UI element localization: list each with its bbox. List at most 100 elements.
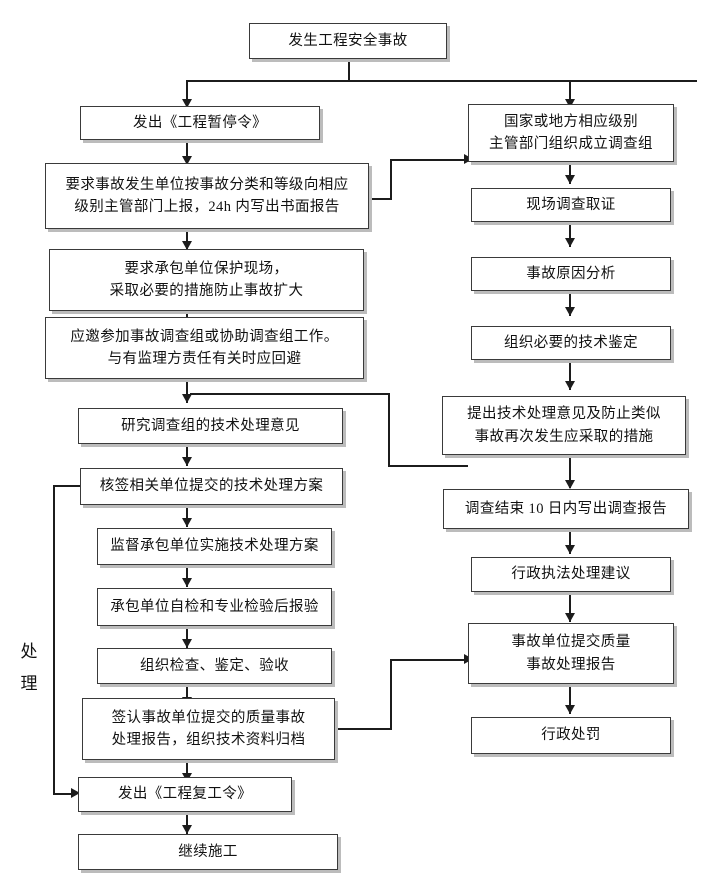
side-label-handling: 处 理 [16,636,42,701]
connector-n3-n4 [186,228,188,250]
connector-n3-to-r1 [390,159,468,161]
node-continue-construction[interactable]: 继续施工 [78,834,338,870]
arrow-n6-n7 [182,457,192,466]
arrow-r7-r8 [565,613,575,622]
arrow-r1-r2 [565,175,575,184]
connector-n5-n6 [186,378,188,403]
node-line: 研究调查组的技术处理意见 [121,417,300,434]
node-line: 级别主管部门上报，24h 内写出书面报告 [74,199,340,215]
node-line: 发生工程安全事故 [288,32,408,49]
arrow-r5-r6 [565,480,575,489]
connector-r2-r3 [569,222,571,247]
node-supervise-implementation[interactable]: 监督承包单位实施技术处理方案 [97,528,332,565]
arrow-n3-n4 [182,241,192,250]
arrow-r8-r9 [565,705,575,714]
connector-r5-r6 [569,455,571,488]
connector-n2-n3 [186,139,188,164]
connector-r5-return-up [388,393,390,466]
node-issue-resumption-order[interactable]: 发出《工程复工令》 [78,777,292,812]
arrow-n12-n13 [182,825,192,834]
node-line: 现场调查取证 [526,196,616,213]
node-line: 要求事故发生单位按事故分类和等级向相应 [65,176,349,193]
node-establish-investigation-group[interactable]: 国家或地方相应级别 主管部门组织成立调查组 [468,104,674,162]
node-report-requirement[interactable]: 要求事故发生单位按事故分类和等级向相应 级别主管部门上报，24h 内写出书面报告 [45,163,369,229]
node-submit-quality-report[interactable]: 事故单位提交质量 事故处理报告 [468,623,674,684]
node-administrative-penalty[interactable]: 行政处罚 [471,717,671,754]
node-line: 处理报告，组织技术资料归档 [111,732,306,748]
node-line: 事故处理报告 [526,656,616,673]
connector-n10-n11 [186,684,188,706]
connector-n3-right [368,198,392,200]
connector-n3-up [390,159,392,200]
node-join-investigation-group[interactable]: 应邀参加事故调查组或协助调查组工作。 与有监理方责任有关时应回避 [45,317,364,379]
arrow-loop-n12 [71,788,80,798]
arrow-r3-r4 [565,307,575,316]
arrow-n7-n8 [182,518,192,527]
node-organize-inspection-acceptance[interactable]: 组织检查、鉴定、验收 [97,648,332,684]
arrow-r2-r3 [565,238,575,247]
node-propose-measures[interactable]: 提出技术处理意见及防止类似 事故再次发生应采取的措施 [442,396,686,455]
connector-n12-n13 [186,812,188,834]
node-line: 行政执法处理建议 [511,566,631,583]
node-issue-suspension-order[interactable]: 发出《工程暂停令》 [80,106,320,140]
connector-r5-return-top [190,393,389,395]
connector-top-split-right [569,80,571,106]
node-enforcement-suggestion[interactable]: 行政执法处理建议 [471,557,671,592]
node-line: 与有监理方责任有关时应回避 [107,351,302,367]
arrow-n8-n9 [182,578,192,587]
node-line: 核签相关单位提交的技术处理方案 [99,478,324,495]
node-line: 国家或地方相应级别 [503,113,639,130]
node-line: 承包单位自检和专业检验后报验 [110,598,319,615]
connector-n7-n8 [186,505,188,527]
connector-n11-up [390,659,392,729]
node-site-investigation[interactable]: 现场调查取证 [471,188,671,222]
connector-n6-n7 [186,444,188,466]
node-line: 主管部门组织成立调查组 [489,136,653,152]
connector-top-split-bar [186,80,697,82]
node-study-technical-opinion[interactable]: 研究调查组的技术处理意见 [78,408,343,444]
node-line: 事故原因分析 [526,265,616,282]
node-line: 要求承包单位保护现场， [124,260,289,277]
arrow-to-r1 [565,99,575,108]
connector-r5-return-bottom [388,465,468,467]
node-technical-appraisal[interactable]: 组织必要的技术鉴定 [471,326,671,360]
arrow-n9-n10 [182,639,192,648]
connector-n11-right [338,728,392,730]
node-line: 发出《工程暂停令》 [132,114,268,131]
connector-n11-to-r8 [390,659,468,661]
connector-r4-r5 [569,360,571,390]
connector-r3-r4 [569,291,571,316]
node-line: 组织必要的技术鉴定 [503,334,639,351]
node-cause-analysis[interactable]: 事故原因分析 [471,257,671,291]
node-sign-report-archive[interactable]: 签认事故单位提交的质量事故 处理报告，组织技术资料归档 [82,698,335,760]
node-countersign-scheme[interactable]: 核签相关单位提交的技术处理方案 [80,468,343,505]
node-line: 应邀参加事故调查组或协助调查组工作。 [70,328,339,345]
node-line: 调查结束 10 日内写出调查报告 [464,500,668,517]
node-line: 采取必要的措施防止事故扩大 [109,283,304,299]
connector-n8-n9 [186,565,188,587]
arrow-r4-r5 [565,381,575,390]
connector-n1-down [348,59,350,81]
node-line: 签认事故单位提交的质量事故 [111,709,306,726]
node-contractor-self-inspection[interactable]: 承包单位自检和专业检验后报验 [97,588,332,626]
connector-top-split-left [186,80,188,106]
node-line: 提出技术处理意见及防止类似 [467,406,661,423]
connector-n11-n12 [186,760,188,782]
connector-r1-r2 [569,162,571,184]
node-investigation-report[interactable]: 调查结束 10 日内写出调查报告 [443,489,689,529]
connector-n9-n10 [186,626,188,648]
arrow-n5-n6 [182,394,192,403]
node-accident-occurs[interactable]: 发生工程安全事故 [249,23,447,59]
side-label-char: 理 [20,674,38,694]
connector-loop-vertical [53,485,55,794]
connector-r8-r9 [569,684,571,714]
node-protect-site[interactable]: 要求承包单位保护现场， 采取必要的措施防止事故扩大 [49,249,364,311]
node-line: 监督承包单位实施技术处理方案 [110,538,319,555]
connector-r7-r8 [569,592,571,622]
connector-r6-r7 [569,529,571,554]
side-label-char: 处 [20,642,38,661]
arrow-n2-n3 [182,156,192,165]
node-line: 发出《工程复工令》 [117,786,253,803]
node-line: 继续施工 [178,843,238,860]
